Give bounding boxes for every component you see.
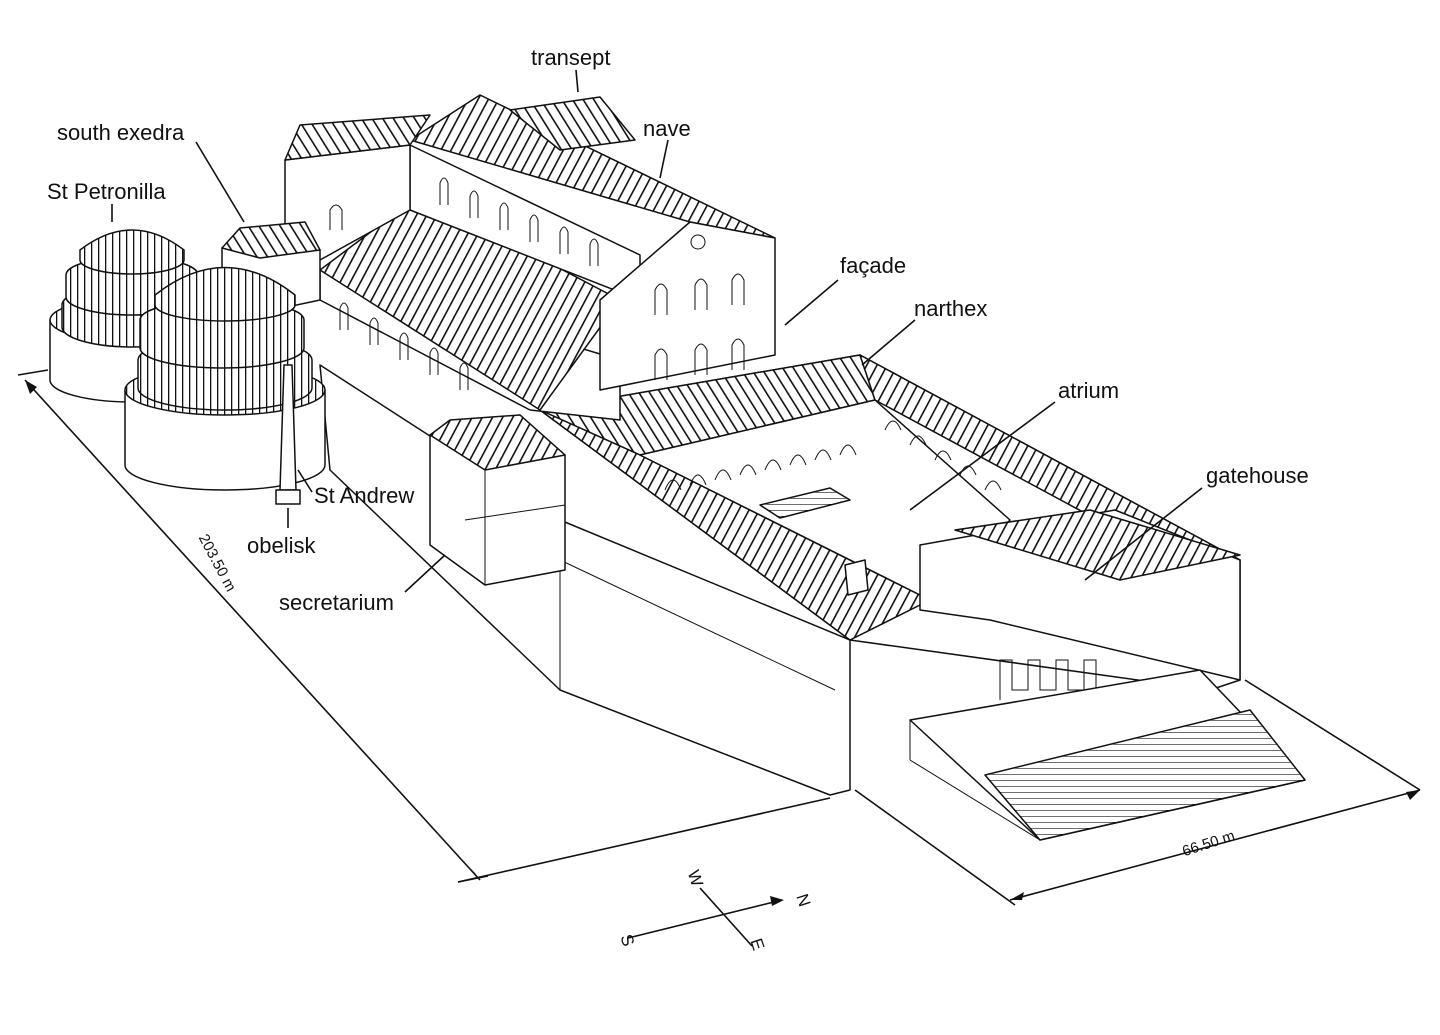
label-st-andrew: St Andrew: [314, 483, 414, 508]
building-drawing: [49, 94, 1306, 841]
obelisk-shape: [275, 364, 301, 505]
gatehouse-crenellations: [999, 659, 1097, 700]
facade: [599, 221, 776, 391]
forecourt-stairs: [984, 709, 1306, 841]
label-facade: façade: [840, 253, 906, 278]
label-obelisk: obelisk: [247, 533, 316, 558]
facade-windows: [654, 234, 745, 380]
label-secretarium: secretarium: [279, 590, 394, 615]
leader-lines: [111, 69, 1203, 593]
south-exedra-roof: [221, 221, 321, 259]
label-narthex: narthex: [914, 296, 987, 321]
compass-south: S: [616, 932, 638, 949]
width-dimension-label: 66.50 m: [1180, 827, 1237, 860]
atrium-arcade: [664, 420, 1002, 491]
transept-roof-north: [509, 96, 636, 151]
width-dimension: [854, 679, 1421, 906]
st-andrew-rotunda: [124, 266, 326, 491]
length-dimension-label: 203.50 m: [195, 531, 239, 594]
transept-roof: [284, 114, 431, 161]
clerestory-windows: [339, 177, 599, 390]
label-gatehouse: gatehouse: [1206, 463, 1309, 488]
label-transept: transept: [531, 45, 611, 70]
label-nave: nave: [643, 116, 691, 141]
length-dimension: [17, 369, 831, 883]
compass-north: N: [792, 892, 814, 910]
compass-west: W: [684, 868, 707, 889]
compass-east: E: [746, 936, 768, 953]
label-south-exedra: south exedra: [57, 120, 185, 145]
gatehouse-roof: [954, 509, 1241, 581]
label-st-petronilla: St Petronilla: [47, 179, 166, 204]
label-atrium: atrium: [1058, 378, 1119, 403]
compass-rose: [627, 887, 784, 947]
secretarium-roof: [429, 414, 566, 471]
fountain: [844, 559, 869, 596]
